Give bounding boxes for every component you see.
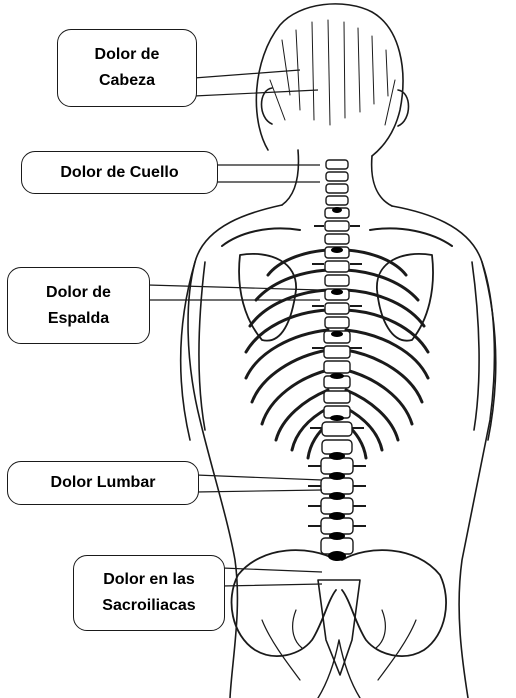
- ear-right: [397, 89, 410, 127]
- leader-back: [147, 284, 321, 301]
- label-back-pain: Dolor de Espalda: [7, 267, 150, 344]
- gluteal-line: [317, 639, 361, 698]
- label-head-pain-line2: Cabeza: [98, 72, 155, 89]
- label-back-pain-line1: Dolor de: [46, 283, 111, 301]
- leader-neck: [214, 164, 320, 183]
- label-sacroiliac-pain: Dolor en las Sacroiliacas: [73, 555, 225, 631]
- ribs-left: [244, 248, 330, 460]
- pelvis-left: [230, 549, 337, 657]
- scapula-left: [238, 253, 297, 342]
- leader-head: [193, 69, 319, 97]
- sacrum: [317, 579, 361, 676]
- arm-left: [179, 261, 206, 441]
- pelvis-right: [341, 549, 447, 657]
- label-lumbar-pain-text: Dolor Lumbar: [50, 474, 156, 491]
- label-head-pain-line1: Dolor de: [94, 46, 160, 63]
- head-outline: [255, 3, 404, 157]
- neck-outline: [281, 149, 393, 207]
- leader-lines: [147, 69, 323, 587]
- label-lumbar-pain: Dolor Lumbar: [7, 461, 199, 505]
- ear-left: [260, 87, 273, 125]
- torso-outline: [187, 204, 283, 698]
- clavicle-left: [221, 227, 301, 247]
- label-neck-pain-text: Dolor de Cuello: [60, 163, 179, 181]
- clavicle-right: [369, 227, 453, 247]
- ribs-right: [344, 248, 430, 460]
- leader-lumbar: [195, 474, 323, 493]
- hair-strands: [269, 19, 396, 126]
- vertebral-column: [308, 159, 366, 561]
- label-back-pain-line2: Espalda: [47, 309, 110, 327]
- label-sacroiliac-pain-line1: Dolor en las: [103, 571, 195, 588]
- arm-right: [471, 261, 497, 441]
- label-sacroiliac-pain-line2: Sacroiliacas: [102, 597, 196, 614]
- label-neck-pain: Dolor de Cuello: [21, 151, 218, 194]
- label-head-pain: Dolor de Cabeza: [57, 29, 197, 107]
- leader-sacro: [221, 567, 323, 587]
- scapula-right: [376, 253, 434, 342]
